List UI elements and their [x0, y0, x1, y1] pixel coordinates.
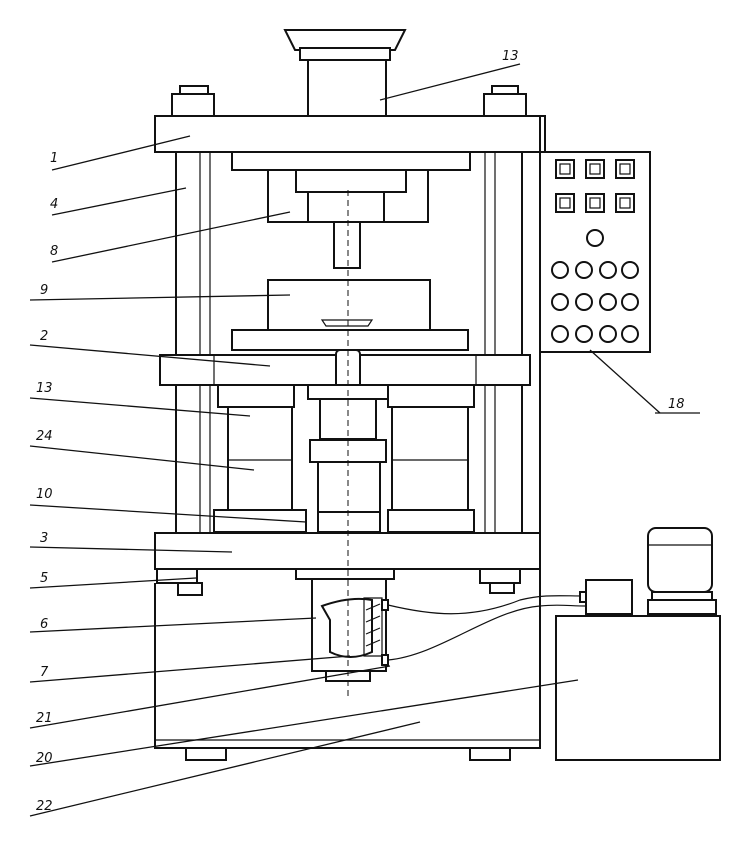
- upper-die: [267, 169, 429, 269]
- callout-2: 2: [40, 329, 48, 344]
- left-column: [175, 152, 211, 533]
- callout-9: 9: [40, 283, 48, 298]
- callout-6: 6: [40, 617, 48, 632]
- hydraulic-unit: [555, 527, 721, 761]
- mold: [231, 279, 469, 351]
- callout-labels: 1 4 8 9 2 13 24 10 3 5 6 7 21 20 22 13 1…: [36, 49, 685, 814]
- callout-5: 5: [40, 571, 48, 586]
- callout-18: 18: [668, 397, 685, 412]
- callout-8: 8: [50, 244, 58, 259]
- callout-3: 3: [40, 531, 48, 546]
- callout-1: 1: [50, 151, 58, 166]
- top-nut-left: [171, 85, 215, 117]
- leader-lines: [29, 63, 700, 817]
- bottom-nuts: [156, 568, 521, 596]
- control-panel: [539, 151, 651, 353]
- callout-22: 22: [36, 799, 53, 814]
- callout-13t: 13: [502, 49, 519, 64]
- callout-24: 24: [36, 429, 53, 444]
- lower-cylinder: [311, 578, 389, 682]
- top-plate: [154, 115, 546, 153]
- base-frame: [154, 569, 541, 761]
- callout-13b: 13: [36, 381, 53, 396]
- lower-right-cylinder: [387, 384, 475, 511]
- lower-left-cylinder: [217, 384, 295, 511]
- hydraulic-lines: [387, 595, 587, 661]
- upper-mount-plate: [231, 151, 471, 171]
- base-pads: [213, 509, 475, 533]
- top-nut-right: [483, 85, 527, 117]
- right-column: [484, 116, 541, 533]
- callout-7: 7: [40, 665, 49, 680]
- callout-21: 21: [36, 711, 53, 726]
- callout-10: 10: [36, 487, 53, 502]
- callout-20: 20: [36, 751, 53, 766]
- callout-4: 4: [50, 197, 58, 212]
